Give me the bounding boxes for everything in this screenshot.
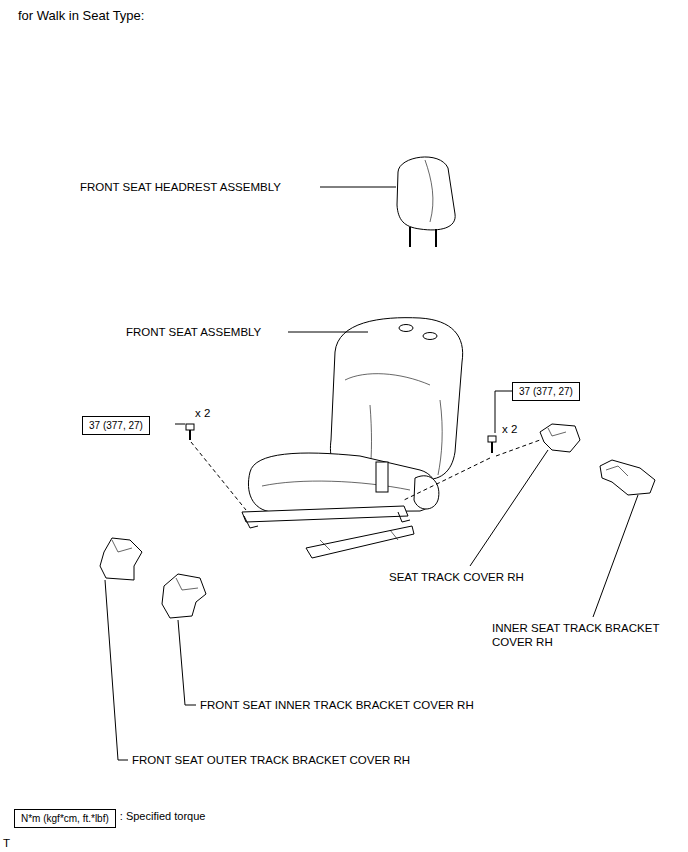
quantity: x 2 <box>502 422 517 436</box>
torque-box: 37 (377, 27) <box>512 382 580 401</box>
part-name: FRONT SEAT ASSEMBLY <box>126 325 261 339</box>
quantity: x 2 <box>195 406 210 420</box>
legend-text: : Specified torque <box>120 809 206 823</box>
part-name: INNER SEAT TRACK BRACKET COVER RH <box>492 621 672 649</box>
torque-value: 37 (377, 27) <box>512 382 580 401</box>
figure-mark: T <box>3 836 10 850</box>
torque-value: 37 (377, 27) <box>82 416 150 435</box>
part-name: SEAT TRACK COVER RH <box>389 570 524 584</box>
torque-value: N*m (kgf*cm, ft.*lbf) <box>14 809 116 828</box>
part-name: FRONT SEAT OUTER TRACK BRACKET COVER RH <box>132 753 410 767</box>
torque-box: 37 (377, 27) <box>82 416 150 435</box>
diagram-title: for Walk in Seat Type: <box>18 8 144 24</box>
part-name: FRONT SEAT INNER TRACK BRACKET COVER RH <box>200 698 474 712</box>
part-name: FRONT SEAT HEADREST ASSEMBLY <box>80 180 281 194</box>
legend-box: N*m (kgf*cm, ft.*lbf) : Specified torque <box>14 809 205 828</box>
